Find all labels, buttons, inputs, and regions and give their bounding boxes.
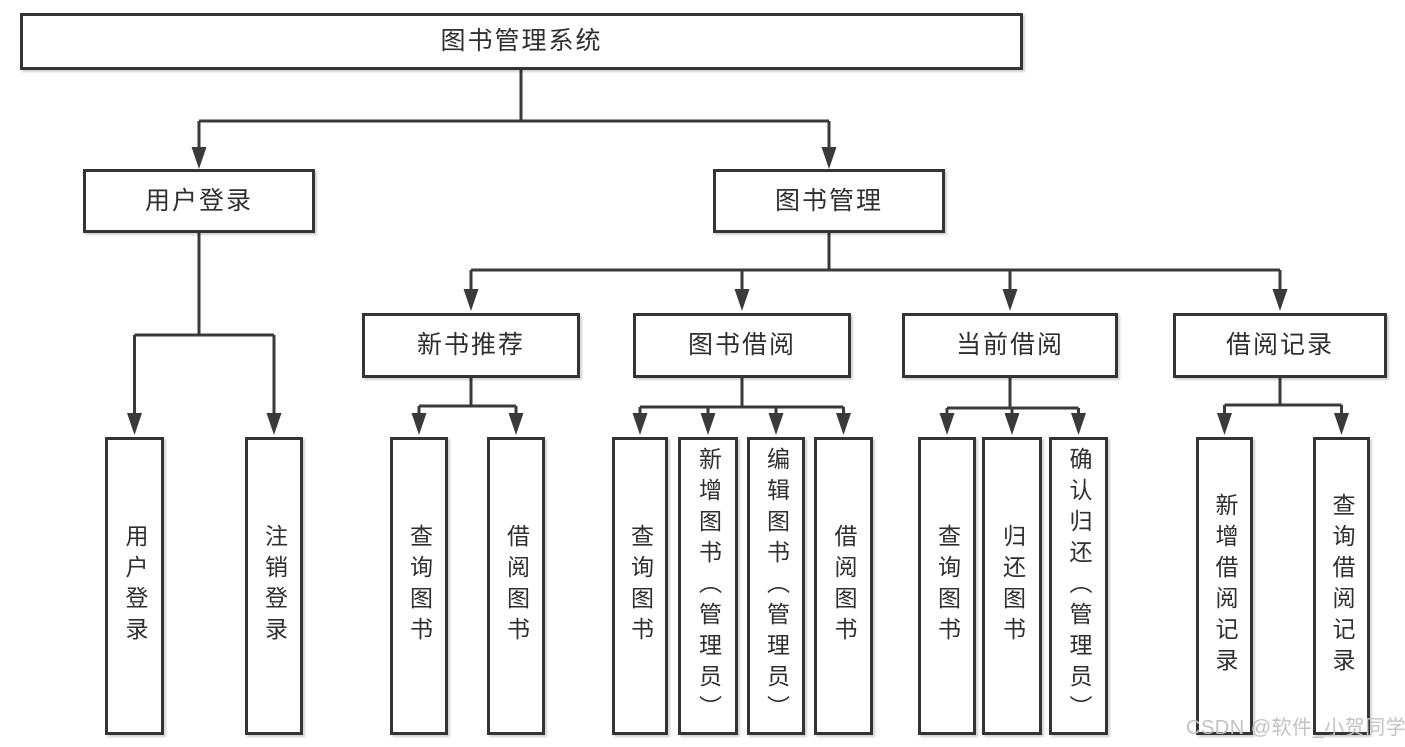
leaf-cb-return-books-label: 归还图书 — [999, 524, 1026, 648]
leaf-bb-borrow-books: 借阅图书 — [814, 437, 873, 735]
leaf-br-query-record: 查询借阅记录 — [1313, 437, 1370, 735]
leaf-br-add-record-label: 新增借阅记录 — [1212, 493, 1238, 679]
node-book-borrow: 图书借阅 — [633, 313, 851, 378]
node-new-book-rec-label: 新书推荐 — [416, 331, 525, 359]
node-user-login: 用户登录 — [83, 169, 315, 233]
leaf-cb-query-books: 查询图书 — [918, 437, 976, 735]
connector-current-borrow-to-children — [939, 378, 1086, 435]
connector-new-book-rec-to-children — [411, 378, 524, 435]
leaf-nbr-borrow-books-label: 借阅图书 — [503, 524, 530, 648]
connector-borrow-records-to-children — [1217, 378, 1349, 435]
node-root-system: 图书管理系统 — [20, 13, 1023, 70]
leaf-nbr-borrow-books: 借阅图书 — [487, 437, 545, 735]
leaf-logout-label: 注销登录 — [261, 524, 288, 648]
leaf-bb-borrow-books-label: 借阅图书 — [831, 524, 857, 648]
node-current-borrow-label: 当前借阅 — [955, 331, 1064, 359]
leaf-cb-query-books-label: 查询图书 — [934, 524, 961, 648]
leaf-user-login-label: 用户登录 — [122, 524, 148, 648]
leaf-cb-confirm-return-admin-label: 确认归还（管理员） — [1066, 446, 1092, 726]
connector-root-to-level2 — [191, 70, 837, 169]
leaf-bb-edit-books-admin-label: 编辑图书（管理员） — [763, 446, 790, 726]
leaf-bb-edit-books-admin: 编辑图书（管理员） — [747, 437, 805, 735]
leaf-nbr-query-books-label: 查询图书 — [406, 524, 433, 648]
leaf-user-login: 用户登录 — [105, 437, 164, 735]
node-book-mgmt-label: 图书管理 — [774, 186, 883, 215]
connector-user-login-to-children — [127, 233, 282, 435]
node-borrow-records: 借阅记录 — [1173, 313, 1387, 378]
node-current-borrow: 当前借阅 — [902, 313, 1118, 378]
node-book-borrow-label: 图书借阅 — [687, 331, 796, 359]
node-book-mgmt: 图书管理 — [713, 169, 945, 233]
node-new-book-rec: 新书推荐 — [362, 313, 580, 378]
leaf-br-query-record-label: 查询借阅记录 — [1329, 493, 1355, 679]
leaf-bb-add-books-admin-label: 新增图书（管理员） — [695, 446, 722, 726]
connector-book-borrow-to-children — [632, 378, 851, 435]
leaf-bb-query-books: 查询图书 — [612, 437, 668, 735]
node-root-label: 图书管理系统 — [440, 27, 603, 55]
leaf-cb-confirm-return-admin: 确认归还（管理员） — [1049, 437, 1108, 735]
node-borrow-records-label: 借阅记录 — [1225, 331, 1334, 359]
node-user-login-label: 用户登录 — [144, 186, 253, 215]
leaf-logout: 注销登录 — [245, 437, 303, 735]
leaf-cb-return-books: 归还图书 — [982, 437, 1042, 735]
watermark: CSDN @软件_小贺同学 — [1186, 717, 1405, 739]
connector-book-mgmt-to-level3 — [463, 233, 1288, 311]
leaf-nbr-query-books: 查询图书 — [390, 437, 448, 735]
leaf-bb-add-books-admin: 新增图书（管理员） — [678, 437, 738, 735]
leaf-bb-query-books-label: 查询图书 — [627, 524, 654, 648]
leaf-br-add-record: 新增借阅记录 — [1196, 437, 1253, 735]
